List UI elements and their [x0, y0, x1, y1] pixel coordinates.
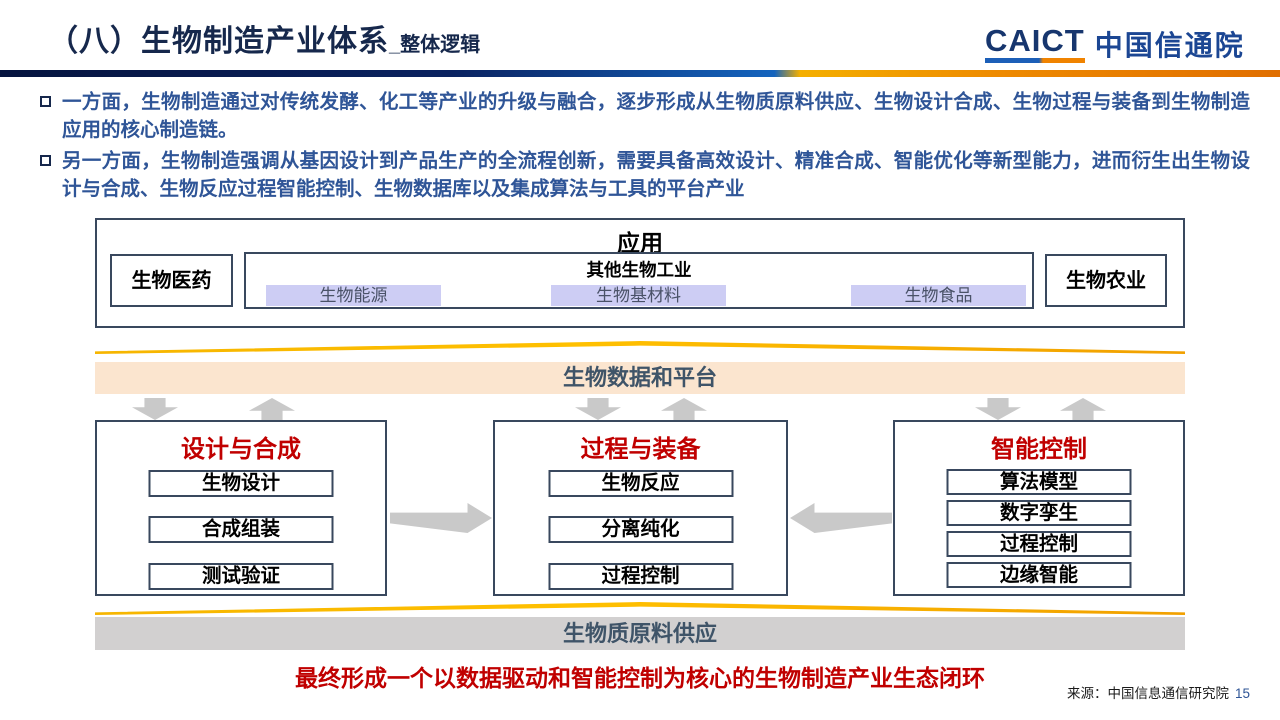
biofood-label: 生物食品	[851, 285, 1026, 306]
caict-logo-name: 中国信通院	[1094, 30, 1245, 61]
square-bullet-icon	[40, 96, 51, 107]
test-verification-item: 测试验证	[148, 563, 334, 590]
caict-logo-text: CAICT	[985, 22, 1085, 58]
design-synthesis-box: 设计与合成 生物设计 合成组装 测试验证	[95, 420, 387, 596]
design-synthesis-title: 设计与合成	[181, 436, 301, 463]
biomass-supply-band: 生物质原料供应	[95, 617, 1185, 650]
biopharma-box: 生物医药	[110, 254, 233, 307]
bullet-text-2: 另一方面，生物制造强调从基因设计到产品生产的全流程创新，需要具备高效设计、精准合…	[62, 150, 1250, 200]
process-equipment-box: 过程与装备 生物反应 分离纯化 过程控制	[493, 420, 788, 596]
header-divider	[0, 70, 1280, 77]
bullet-list: 一方面，生物制造通过对传统发酵、化工等产业的升级与融合，逐步形成从生物质原料供应…	[40, 88, 1250, 206]
left-arrow-icon	[790, 503, 892, 533]
source-text: 来源：中国信息通信研究院	[1066, 686, 1229, 701]
down-arrow-icon	[975, 398, 1021, 420]
separation-purification-item: 分离纯化	[548, 516, 733, 543]
digital-twin-item: 数字孪生	[946, 500, 1132, 526]
page-title-main: （八）生物制造产业体系	[48, 25, 389, 58]
footer: 来源：中国信息通信研究院 15	[1067, 682, 1250, 702]
bioenergy-label: 生物能源	[266, 285, 441, 306]
list-item: 一方面，生物制造通过对传统发酵、化工等产业的升级与融合，逐步形成从生物质原料供应…	[40, 88, 1250, 144]
down-arrow-icon	[575, 398, 621, 420]
bio-design-item: 生物设计	[148, 470, 334, 497]
list-item: 另一方面，生物制造强调从基因设计到产品生产的全流程创新，需要具备高效设计、精准合…	[40, 147, 1250, 203]
process-equipment-title: 过程与装备	[580, 436, 701, 463]
up-arrow-icon	[1060, 398, 1106, 420]
synthesis-assembly-item: 合成组装	[148, 516, 334, 543]
edge-intelligence-item: 边缘智能	[946, 562, 1132, 588]
page-title-suffix: _整体逻辑	[389, 34, 481, 56]
up-arrow-icon	[661, 398, 707, 420]
caict-logo-underline-icon	[985, 57, 1085, 63]
other-bioindustry-box: 其他生物工业 生物能源 生物基材料 生物食品	[244, 252, 1034, 309]
bio-reaction-item: 生物反应	[548, 470, 733, 497]
process-control-item: 过程控制	[946, 531, 1132, 557]
conclusion-text: 最终形成一个以数据驱动和智能控制为核心的生物制造产业生态闭环	[295, 665, 985, 691]
page-title: （八）生物制造产业体系_整体逻辑	[48, 16, 480, 60]
page-number: 15	[1234, 686, 1250, 701]
application-title: 应用	[617, 230, 663, 256]
intelligent-control-title: 智能控制	[991, 436, 1087, 463]
right-arrow-icon	[390, 503, 492, 533]
biomaterials-label: 生物基材料	[551, 285, 726, 306]
process-control-item: 过程控制	[548, 563, 733, 590]
other-bioindustry-title: 其他生物工业	[586, 260, 692, 280]
bioagriculture-box: 生物农业	[1045, 254, 1167, 307]
gold-chevron-icon	[95, 602, 1185, 615]
square-bullet-icon	[40, 155, 51, 166]
caict-logo-acronym-block: CAICT	[985, 22, 1085, 63]
bullet-text-1: 一方面，生物制造通过对传统发酵、化工等产业的升级与融合，逐步形成从生物质原料供应…	[62, 91, 1250, 141]
intelligent-control-box: 智能控制 算法模型 数字孪生 过程控制 边缘智能	[893, 420, 1185, 596]
application-box: 应用 生物医药 其他生物工业 生物能源 生物基材料 生物食品 生物农业	[95, 218, 1185, 328]
caict-logo: CAICT 中国信通院	[985, 24, 1245, 64]
gold-chevron-icon	[95, 341, 1185, 354]
up-arrow-icon	[249, 398, 295, 420]
data-platform-band: 生物数据和平台	[95, 362, 1185, 394]
down-arrow-icon	[132, 398, 178, 420]
algorithm-model-item: 算法模型	[946, 469, 1132, 495]
